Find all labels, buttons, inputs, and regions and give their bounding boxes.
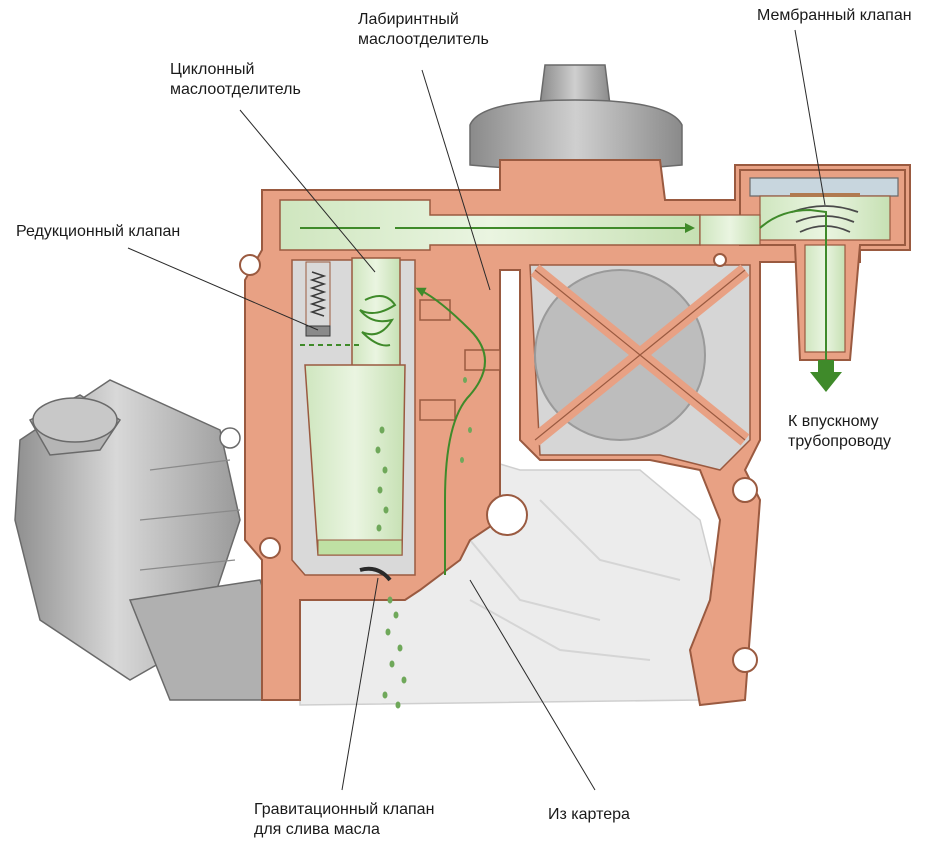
label-from-crankcase: Из картера bbox=[548, 806, 630, 823]
intake-arrow bbox=[810, 360, 842, 392]
label-membrane-valve: Мембранный клапан bbox=[757, 7, 912, 24]
label-pressure-reducing-valve: Редукционный клапан bbox=[16, 223, 181, 240]
label-cyclone-separator: Циклонный маслоотделитель bbox=[170, 61, 301, 98]
pressure-reducing-valve-body bbox=[300, 261, 360, 346]
gravity-drain-flap bbox=[359, 566, 392, 582]
leader-lines bbox=[127, 29, 826, 791]
oil-collector bbox=[304, 364, 406, 556]
label-to-intake-manifold: К впускному трубопроводу bbox=[788, 413, 891, 450]
oil-droplets bbox=[375, 377, 472, 709]
housing-bolt-holes bbox=[239, 253, 758, 673]
label-labyrinth-separator: Лабиринтный маслоотделитель bbox=[358, 11, 489, 48]
oil-filter-housing bbox=[14, 379, 302, 701]
label-gravity-drain-valve: Гравитационный клапан для слива масла bbox=[254, 801, 435, 838]
oil-level bbox=[317, 539, 403, 556]
gas-flow-arrows bbox=[300, 208, 827, 575]
